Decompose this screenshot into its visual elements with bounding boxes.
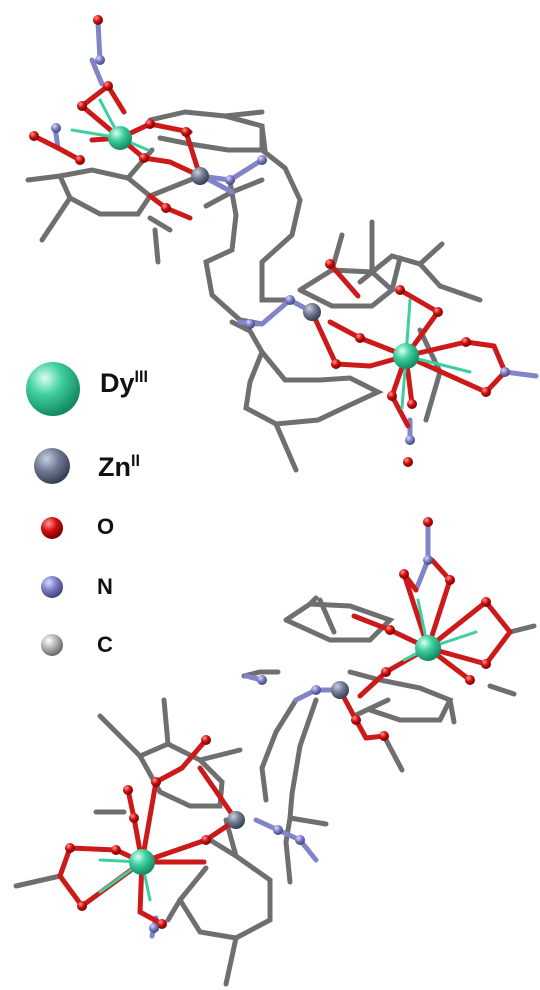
legend-label-dy: DyIII bbox=[100, 368, 149, 398]
bottom-zn-atom-2 bbox=[227, 811, 245, 829]
top-o-atoms bbox=[29, 15, 491, 467]
legend-o-sphere bbox=[41, 517, 63, 539]
legend-n-sphere bbox=[41, 576, 63, 598]
bottom-atoms bbox=[65, 517, 491, 933]
top-n-atoms bbox=[51, 55, 510, 445]
legend-label-n: N bbox=[97, 574, 113, 599]
top-dy-atom-2 bbox=[393, 343, 419, 369]
bottom-molecule bbox=[13, 517, 537, 987]
legend-label-zn: ZnII bbox=[98, 452, 140, 482]
bottom-zn-atom-1 bbox=[331, 681, 349, 699]
top-zn-atom-2 bbox=[303, 303, 321, 321]
top-molecule bbox=[25, 15, 539, 473]
bottom-dy-atom-1 bbox=[415, 635, 441, 661]
legend bbox=[26, 362, 80, 656]
legend-label-c: C bbox=[97, 632, 113, 657]
legend-zn-sphere bbox=[34, 448, 70, 484]
bottom-o-atoms bbox=[65, 517, 491, 929]
legend-label-o: O bbox=[97, 514, 115, 539]
top-dy-atom-1 bbox=[108, 126, 132, 150]
bottom-carbon-bonds bbox=[13, 595, 537, 987]
bottom-dy-atom-2 bbox=[129, 849, 155, 875]
legend-c-sphere bbox=[41, 634, 63, 656]
bottom-n-atoms bbox=[149, 555, 433, 933]
top-zn-atom-1 bbox=[191, 167, 209, 185]
legend-dy-sphere bbox=[26, 362, 80, 416]
top-atoms bbox=[29, 15, 510, 467]
